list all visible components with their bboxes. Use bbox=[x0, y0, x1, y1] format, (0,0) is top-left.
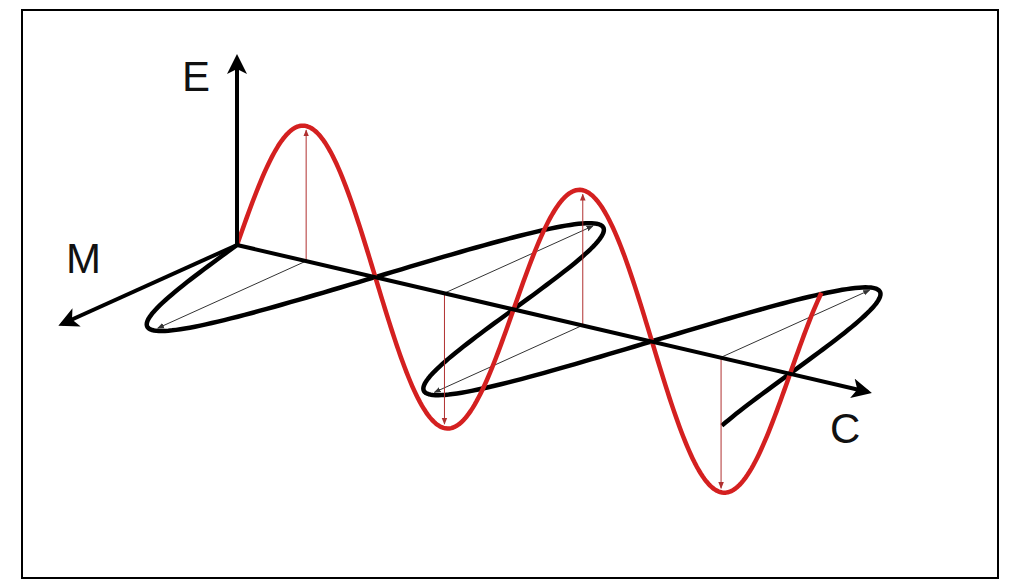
axis-arrow bbox=[235, 58, 239, 245]
axis-label: M bbox=[66, 238, 101, 280]
axes bbox=[62, 58, 868, 392]
magnetic-wave bbox=[147, 223, 881, 425]
frame bbox=[22, 10, 998, 578]
electric-vector bbox=[306, 130, 307, 261]
electric-vector bbox=[582, 194, 583, 325]
axis-label: C bbox=[830, 408, 860, 450]
electric-vector bbox=[721, 357, 722, 488]
axis-label: E bbox=[182, 56, 210, 98]
electric-wave bbox=[237, 126, 821, 493]
waves bbox=[147, 126, 881, 493]
axis-arrow bbox=[237, 245, 868, 392]
electric-vector bbox=[444, 293, 445, 424]
